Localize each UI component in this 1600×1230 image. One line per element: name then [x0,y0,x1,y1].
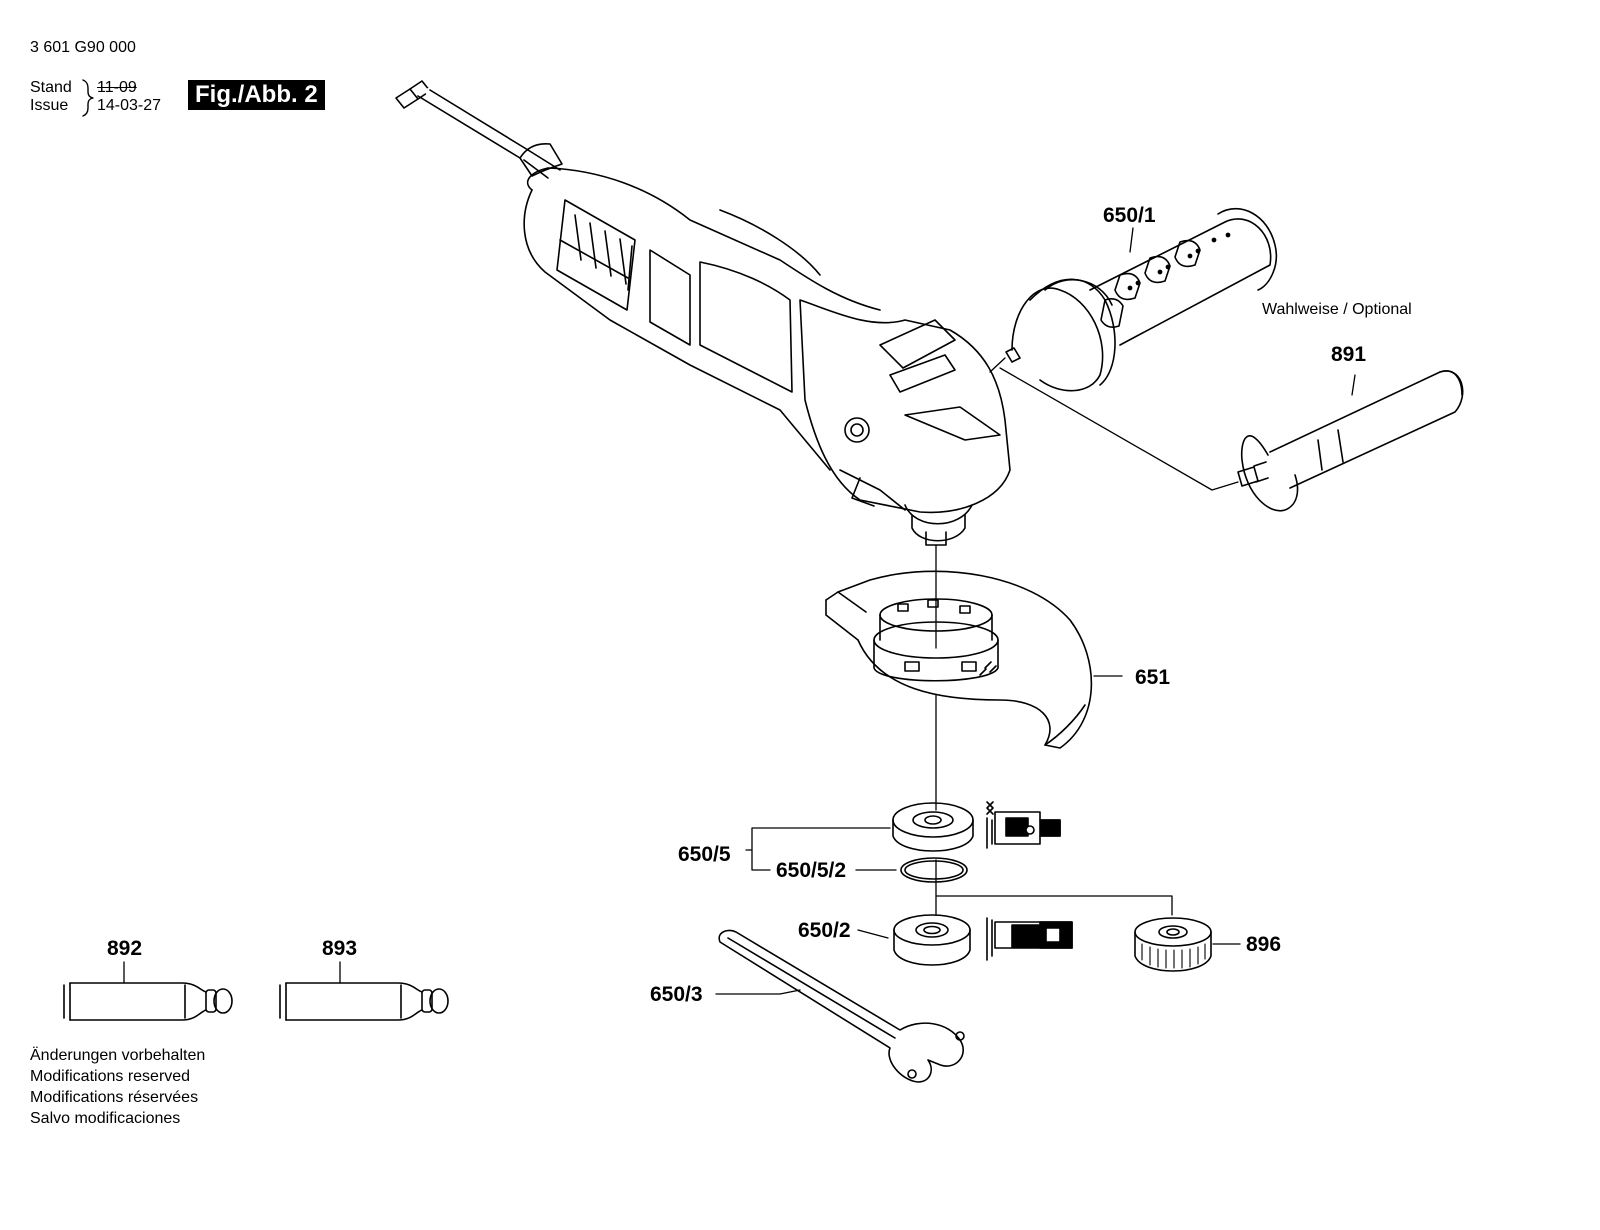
clamping-nut-icon [1134,917,1241,972]
side-handle-891-icon [1237,370,1464,512]
protective-guard-icon [825,570,1123,749]
figure-badge: Fig./Abb. 2 [188,80,325,110]
mounting-flange-icon [745,801,1061,883]
assembly-axis-lines [935,357,1239,916]
document-number: 3 601 G90 000 [30,39,136,56]
part-label-893: 893 [322,937,358,960]
part-label-892: 892 [107,937,143,960]
clamping-flange-icon [857,914,1073,966]
part-label-650-1: 650/1 [1103,204,1156,227]
stand-issue-brace [82,79,94,117]
part-label-651: 651 [1135,666,1171,689]
stand-date: 11-09 [97,79,137,96]
grease-tube-892-icon [63,961,233,1021]
part-label-896: 896 [1246,933,1282,956]
part-label-650-2: 650/2 [798,919,851,942]
note-en: Modifications reserved [30,1068,191,1085]
issue-date: 14-03-27 [97,97,162,114]
side-handle-icon [1005,208,1277,392]
note-fr: Modifications réservées [30,1089,199,1106]
part-label-650-5: 650/5 [678,843,731,866]
grease-tube-893-icon [279,961,449,1021]
two-pin-spanner-icon [715,929,965,1083]
note-es: Salvo modificaciones [30,1110,181,1127]
part-label-891: 891 [1331,343,1367,366]
stand-label: Stand [30,79,72,96]
note-de: Änderungen vorbehalten [30,1047,206,1064]
optional-note: Wahlweise / Optional [1262,301,1412,318]
angle-grinder-icon [395,80,1011,546]
part-label-650-5-2: 650/5/2 [776,859,847,882]
part-label-650-3: 650/3 [650,983,703,1006]
issue-label: Issue [30,97,69,114]
